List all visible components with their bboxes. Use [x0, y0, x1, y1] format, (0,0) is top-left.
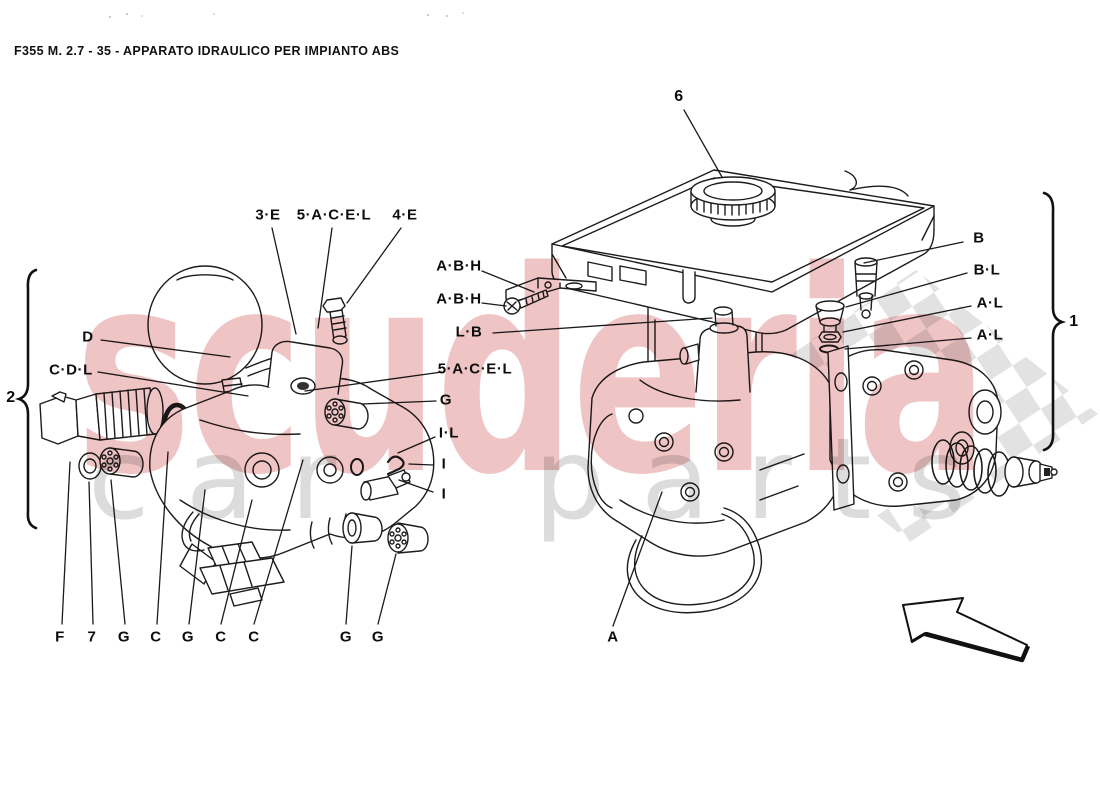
watermark-subtitle-text: car parts: [88, 415, 1002, 545]
callout-b: B: [973, 229, 985, 247]
callout-3-e: 3·E: [255, 206, 281, 224]
inlet-valve-tower: [679, 306, 751, 393]
callout-g-4: G: [371, 628, 385, 646]
callout-c-3: C: [248, 628, 260, 646]
abs-hydraulic-unit: [503, 169, 1058, 614]
bracket-2: [14, 268, 38, 530]
electrical-connector: [181, 511, 285, 607]
callout-5-acel-mid: 5·A·C·E·L: [437, 360, 513, 378]
pressure-switch: [39, 387, 164, 445]
callout-4-e: 4·E: [392, 206, 418, 224]
watermark-brand-text: scuderia: [75, 212, 985, 536]
page-title: F355 M. 2.7 - 35 - APPARATO IDRAULICO PE…: [14, 44, 400, 58]
pump-block: [587, 351, 841, 557]
roller-bearing-bushing-left: [99, 447, 144, 478]
callout-i-l: I·L: [438, 424, 460, 442]
direction-arrow-icon: [902, 597, 1031, 663]
group-brackets: [14, 191, 1067, 530]
roller-bearing-bushing-right: [387, 522, 429, 554]
scan-noise: [109, 12, 464, 18]
callout-group-2: 2: [6, 389, 16, 406]
callout-a-l-2: A·L: [976, 326, 1004, 344]
callout-g-mid: G: [439, 391, 453, 409]
master-cylinder-assembly: [39, 265, 435, 607]
callout-l-b: L·B: [455, 323, 483, 341]
end-plug: [1004, 456, 1058, 488]
fluid-reservoir-tank: [551, 169, 935, 335]
callout-g-2: G: [181, 628, 195, 646]
callout-a-l-1: A·L: [976, 294, 1004, 312]
outlet-port-and-seals: [815, 257, 878, 354]
callout-a-b-h-2: A·B·H: [436, 290, 482, 308]
hose-loop: [626, 507, 763, 614]
callout-d: D: [82, 328, 94, 346]
bracket-1: [1042, 191, 1067, 452]
callout-c-1: C: [150, 628, 162, 646]
sensor-clip-parts: [350, 455, 411, 501]
callout-5-acel-top: 5·A·C·E·L: [296, 206, 372, 224]
callout-a: A: [607, 628, 619, 646]
callout-i-2: I: [441, 485, 447, 503]
callout-group-1: 1: [1069, 313, 1079, 330]
callout-6: 6: [674, 88, 684, 105]
leader-lines: [61, 109, 972, 627]
callout-a-b-h-1: A·B·H: [436, 257, 482, 275]
filler-cap: [690, 176, 776, 227]
callout-f: F: [55, 628, 65, 646]
valve-body: [827, 345, 1002, 511]
plain-bushing: [342, 512, 383, 544]
small-seal-ring: [78, 452, 102, 480]
watermark: scuderia car parts: [75, 212, 1002, 545]
callout-i-1: I: [441, 455, 447, 473]
roller-bearing-bushing-mid: [324, 398, 369, 430]
callout-c-2: C: [215, 628, 227, 646]
callout-7: 7: [87, 628, 97, 646]
callout-b-l: B·L: [973, 261, 1001, 279]
callout-g-1: G: [117, 628, 131, 646]
callout-g-3: G: [339, 628, 353, 646]
callout-c-d-l: C·D·L: [49, 361, 93, 379]
